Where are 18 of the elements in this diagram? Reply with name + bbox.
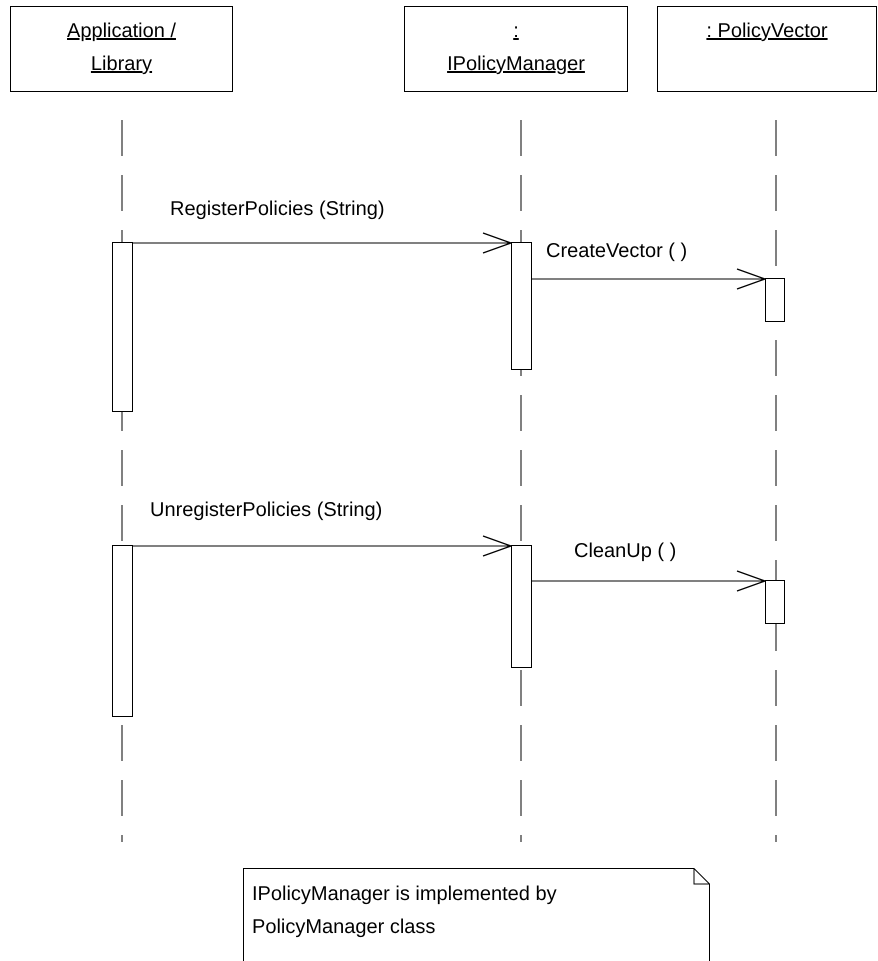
object-box [404, 6, 628, 92]
object-name: : IPolicyManager [446, 19, 586, 77]
activation-bar [112, 545, 133, 717]
message-arrow [132, 535, 512, 557]
message-arrow [532, 268, 766, 290]
activation-bar [511, 545, 532, 668]
note-text: IPolicyManager is implemented by PolicyManager class [252, 882, 558, 940]
activation-bar [765, 278, 785, 322]
message-arrow [132, 232, 512, 254]
message-arrow [532, 570, 766, 592]
object-name: : PolicyVector [706, 19, 828, 44]
object-box [657, 6, 877, 92]
activation-bar [765, 580, 785, 624]
note [243, 868, 710, 961]
activation-bar [112, 242, 133, 412]
object-name: Application / Library [66, 19, 177, 77]
activation-bar [511, 242, 532, 370]
object-box [10, 6, 233, 92]
